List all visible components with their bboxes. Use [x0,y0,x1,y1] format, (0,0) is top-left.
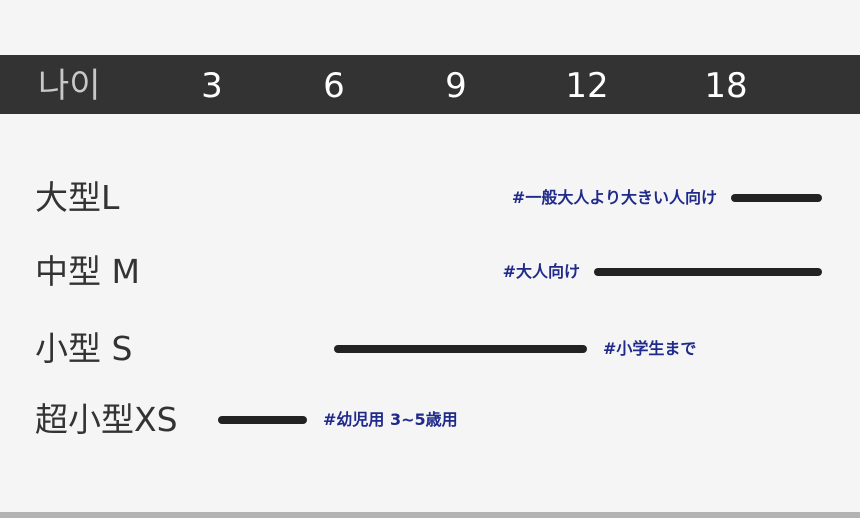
size-label: 小型 S [35,329,133,368]
age-tick: 6 [323,66,345,106]
size-note: #小学生まで [603,339,697,358]
age-tick: 12 [565,66,609,106]
size-note: #大人向け [502,262,580,281]
age-range-bar [731,194,822,202]
age-range-bar [594,268,822,276]
bottom-band [0,512,860,518]
size-note: #一般大人より大きい人向け [511,188,717,207]
age-tick: 18 [704,66,748,106]
size-label: 中型 M [35,252,140,291]
age-tick: 9 [445,66,467,106]
age-axis-label: 나이 [38,66,101,106]
age-tick: 3 [201,66,223,106]
age-range-bar [218,416,307,424]
age-axis-band [0,55,860,114]
size-note: #幼児用 3~5歳用 [323,410,458,429]
size-label: 大型L [35,178,120,217]
size-label: 超小型XS [35,400,178,439]
age-range-bar [334,345,587,353]
